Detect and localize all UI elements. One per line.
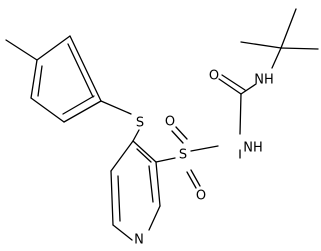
sulfonamide-group — [155, 126, 241, 189]
atom-n-pyridine: N — [134, 233, 144, 248]
atom-o-sulfonyl-bottom: O — [196, 189, 206, 204]
pyridine-ring — [110, 140, 161, 241]
tolyl-ring — [5, 35, 102, 123]
atom-s-sulfonyl: S — [179, 148, 187, 163]
tert-butyl-group — [240, 8, 319, 69]
atom-nh-urea: NH — [254, 73, 274, 88]
urea-linkage — [218, 74, 257, 135]
atom-nh-sulfonamide: NH — [243, 141, 263, 156]
atom-o-carbonyl: O — [209, 69, 219, 84]
atom-s-thioether: S — [136, 116, 144, 131]
atom-o-sulfonyl-left: O — [165, 115, 175, 130]
thioether-linkage — [100, 100, 140, 142]
